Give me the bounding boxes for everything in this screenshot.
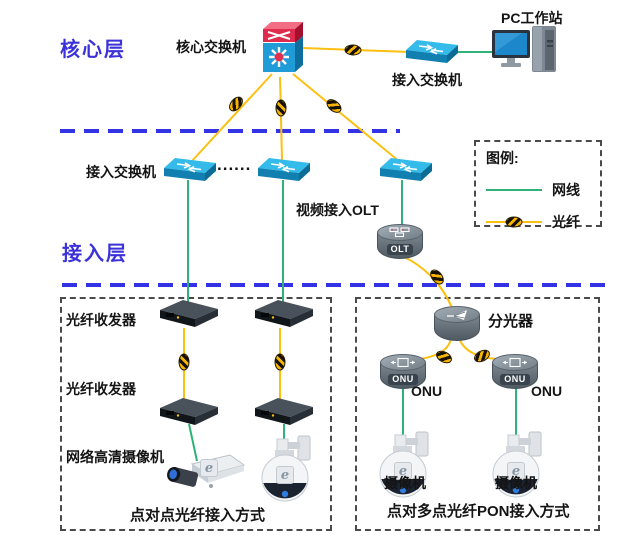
onu-top-icon bbox=[391, 357, 415, 368]
camera-label: 摄像机 bbox=[384, 475, 426, 491]
network-hd-camera-label: 网络高清摄像机 bbox=[66, 449, 164, 465]
legend-box: 图例: 网线 光纤 bbox=[474, 140, 602, 230]
p2mp-caption: 点对多点光纤PON接入方式 bbox=[387, 503, 570, 520]
core-switch-label: 核心交换机 bbox=[176, 39, 246, 55]
legend-item-label: 网线 bbox=[552, 182, 580, 198]
pc-workstation-icon bbox=[492, 26, 556, 72]
fiber-connector-icon bbox=[274, 353, 286, 371]
access-switch-icon bbox=[258, 158, 310, 181]
e-logo-icon: e bbox=[507, 462, 525, 480]
onu-label: ONU bbox=[531, 383, 563, 399]
access-switch-icon bbox=[406, 40, 458, 63]
olt-top-icon bbox=[389, 227, 410, 238]
fiber-transceiver-label: 光纤收发器 bbox=[66, 381, 136, 397]
splitter-top-icon bbox=[447, 309, 467, 320]
core-switch-icon bbox=[263, 22, 303, 72]
access-switch-top-label: 接入交换机 bbox=[392, 72, 462, 88]
fiber-line-icon bbox=[486, 216, 542, 228]
pc-workstation-label: PC工作站 bbox=[501, 10, 563, 26]
p2p-caption: 点对点光纤接入方式 bbox=[130, 507, 266, 524]
fiber-transceiver-icon bbox=[255, 398, 313, 425]
legend-item-label: 光纤 bbox=[552, 214, 580, 230]
onu-device: ONU bbox=[492, 354, 538, 389]
fiber-transceiver-label: 光纤收发器 bbox=[66, 312, 136, 328]
legend-item-fiber: 光纤 bbox=[476, 212, 600, 232]
core-layer-label: 核心层 bbox=[60, 39, 126, 61]
legend-title: 图例: bbox=[486, 150, 519, 166]
ellipsis-label: ...... bbox=[217, 155, 252, 174]
fiber-transceiver-icon bbox=[160, 398, 218, 425]
fiber-connector-icon bbox=[178, 353, 190, 371]
pon-zone-box bbox=[355, 297, 600, 531]
olt-badge: OLT bbox=[386, 244, 414, 255]
splitter-label: 分光器 bbox=[488, 313, 534, 330]
onu-top-icon bbox=[503, 357, 527, 368]
access-switch-row-label: 接入交换机 bbox=[86, 164, 156, 180]
onu-badge: ONU bbox=[500, 374, 530, 385]
fiber-transceiver-icon bbox=[255, 300, 313, 327]
onu-device: ONU bbox=[380, 354, 426, 389]
splitter-device bbox=[434, 306, 480, 341]
access-layer-label: 接入层 bbox=[62, 243, 128, 265]
onu-badge: ONU bbox=[388, 374, 418, 385]
ethernet-lines bbox=[187, 51, 517, 462]
camera-label: 摄像机 bbox=[495, 475, 537, 491]
p2p-zone-box bbox=[60, 297, 332, 531]
access-switch-icon bbox=[380, 158, 432, 181]
access-switch-icon bbox=[164, 158, 216, 181]
ethernet-line-icon bbox=[486, 189, 542, 191]
e-logo-icon: e bbox=[276, 466, 294, 484]
e-logo-icon: e bbox=[200, 459, 218, 477]
video-olt-label: 视频接入OLT bbox=[296, 202, 379, 218]
onu-label: ONU bbox=[411, 383, 443, 399]
fiber-connector-icon bbox=[275, 99, 287, 117]
e-logo-icon: e bbox=[394, 462, 412, 480]
fiber-connector-icon bbox=[505, 216, 523, 228]
legend-item-ethernet: 网线 bbox=[476, 180, 600, 200]
olt-device: OLT bbox=[377, 224, 423, 259]
fiber-transceiver-icon bbox=[160, 300, 218, 327]
